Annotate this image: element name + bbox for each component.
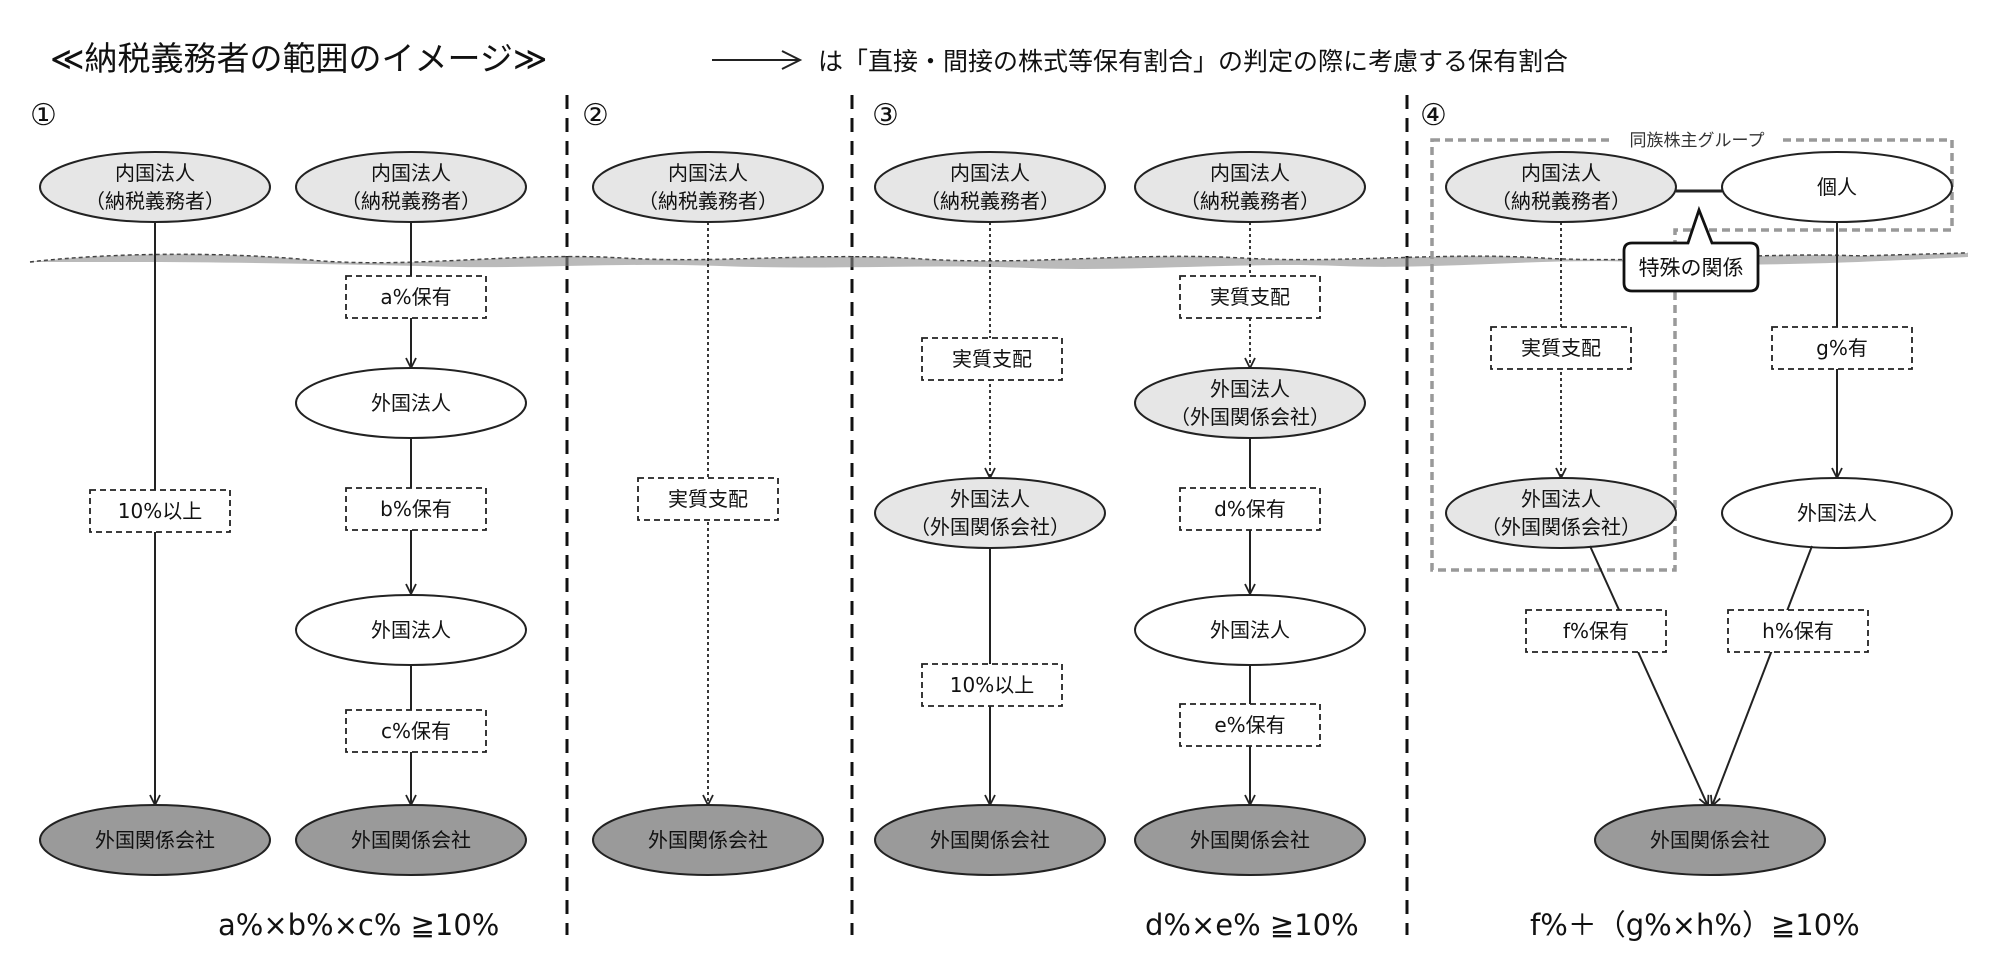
p4-formula: f%＋（g%×h%）≧10% [1530, 908, 1860, 942]
p1a-label: 10%以上 [118, 499, 202, 523]
p4-f-label-box [1525, 609, 1667, 653]
p3-formula: d%×e% ≧10% [1145, 908, 1359, 942]
p3b-label1: 実質支配 [1210, 285, 1290, 309]
p1b-domestic-corp-line2: （納税義務者） [341, 189, 481, 213]
p4-foreign-related-mid-node [1445, 477, 1677, 549]
p4-group-label: 同族株主グループ [1630, 131, 1765, 151]
p1b-label1-box [345, 275, 487, 319]
p1a-foreign-related-label: 外国関係会社 [95, 828, 215, 852]
p4-group-outline [1430, 138, 1954, 572]
p4-h-arrow [1712, 545, 1813, 806]
p4-foreign-related-line1: 外国法人 [1521, 487, 1601, 511]
p4-special-relation-label: 特殊の関係 [1639, 256, 1744, 280]
p3a-domestic-corp-line2: （納税義務者） [920, 189, 1060, 213]
p4-control-label-box [1490, 326, 1632, 370]
p3b-label3-box [1179, 703, 1321, 747]
p4-individual-label: 個人 [1817, 175, 1857, 199]
p1b-label1: a%保有 [380, 285, 451, 309]
legend-text: は「直接・間接の株式等保有割合」の判定の際に考慮する保有割合 [818, 47, 1568, 76]
p4-foreign-corp-node [1721, 477, 1953, 549]
p3b-mid1-line2: （外国関係会社） [1170, 405, 1330, 429]
p4-h-label-box [1727, 609, 1869, 653]
p1a-foreign-related-node [39, 804, 271, 876]
p4-g-label-box [1771, 326, 1913, 370]
p4-g-label: g%有 [1816, 336, 1868, 360]
p3a-mid-line2: （外国関係会社） [910, 515, 1070, 539]
p3b-domestic-corp-line2: （納税義務者） [1180, 189, 1320, 213]
p3b-label2-box [1179, 487, 1321, 531]
p1a-label-box [89, 489, 231, 533]
p1b-label2-box [345, 487, 487, 531]
p1b-foreign-corp-2-label: 外国法人 [371, 618, 451, 642]
p2-label-box [637, 477, 779, 521]
p3b-label2: d%保有 [1214, 497, 1286, 521]
panel-1-number: ① [30, 98, 57, 133]
p3a-domestic-corp-line1: 内国法人 [950, 161, 1030, 185]
p1b-domestic-corp-line1: 内国法人 [371, 161, 451, 185]
p1a-domestic-corp-line2: （納税義務者） [85, 189, 225, 213]
legend-arrow-icon [712, 50, 803, 70]
p3a-mid-line1: 外国法人 [950, 487, 1030, 511]
p2-label: 実質支配 [668, 487, 748, 511]
p4-foreign-related-node [1594, 804, 1826, 876]
p4-domestic-corp-line1: 内国法人 [1521, 161, 1601, 185]
p2-foreign-related-node [592, 804, 824, 876]
p3b-label3: e%保有 [1214, 713, 1285, 737]
p3a-label2: 10%以上 [950, 673, 1034, 697]
p1b-foreign-related-node [295, 804, 527, 876]
panel-2-number: ② [582, 98, 609, 133]
p3a-label1: 実質支配 [952, 347, 1032, 371]
p3b-domestic-corp-line1: 内国法人 [1210, 161, 1290, 185]
p4-foreign-corp-label: 外国法人 [1797, 501, 1877, 525]
p1-formula: a%×b%×c% ≧10% [218, 908, 499, 942]
p3b-label1-box [1179, 275, 1321, 319]
panel-3-number: ③ [872, 98, 899, 133]
p3a-label2-box [921, 663, 1063, 707]
p3b-foreign-corp-label: 外国法人 [1210, 618, 1290, 642]
p1b-foreign-corp-1-label: 外国法人 [371, 391, 451, 415]
diagram-title: ≪納税義務者の範囲のイメージ≫ [50, 39, 547, 78]
p4-foreign-related-line2: （外国関係会社） [1481, 515, 1641, 539]
p1b-foreign-related-label: 外国関係会社 [351, 828, 471, 852]
p4-domestic-corp-line2: （納税義務者） [1491, 189, 1631, 213]
p2-domestic-corp-line2: （納税義務者） [638, 189, 778, 213]
p1b-label2: b%保有 [380, 497, 452, 521]
p4-f-arrow [1589, 545, 1708, 806]
p4-control-label: 実質支配 [1521, 336, 1601, 360]
p2-foreign-related-label: 外国関係会社 [648, 828, 768, 852]
p1b-label3-box [345, 709, 487, 753]
p4-f-label: f%保有 [1563, 619, 1629, 643]
p4-special-relation-callout [1622, 205, 1760, 293]
p4-group-label-bg [1612, 126, 1782, 152]
panel-4-number: ④ [1420, 98, 1447, 133]
p3b-foreign-related-node [1134, 804, 1366, 876]
p3a-label1-box [921, 337, 1063, 381]
border-shading [30, 253, 1968, 269]
p3a-foreign-related-node [874, 804, 1106, 876]
p4-foreign-related-label: 外国関係会社 [1650, 828, 1770, 852]
p2-domestic-corp-line1: 内国法人 [668, 161, 748, 185]
p1a-domestic-corp-line1: 内国法人 [115, 161, 195, 185]
p3b-mid1-line1: 外国法人 [1210, 377, 1290, 401]
p3b-foreign-related-label: 外国関係会社 [1190, 828, 1310, 852]
p3a-foreign-related-label: 外国関係会社 [930, 828, 1050, 852]
p4-h-label: h%保有 [1762, 619, 1834, 643]
p1b-label3: c%保有 [381, 719, 451, 743]
